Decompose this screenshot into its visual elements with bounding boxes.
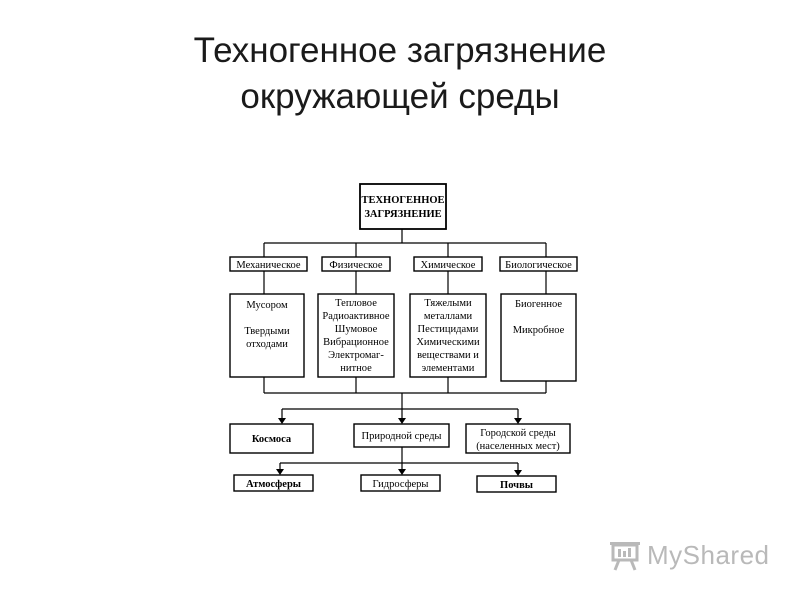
- category-label-text: Физическое: [329, 260, 382, 271]
- item-text: элементами: [422, 363, 475, 374]
- target-natural-environment: Природной среды: [353, 423, 450, 448]
- item-text: отходами: [246, 339, 288, 350]
- item-text: Микробное: [513, 325, 565, 336]
- connector-arrows: [276, 418, 522, 476]
- items-physical: Тепловое Радиоактивное Шумовое Вибрацион…: [317, 293, 395, 378]
- item-text: Тяжелыми: [424, 298, 472, 309]
- target-text: Космоса: [252, 434, 292, 445]
- category-label-biological: Биологическое: [499, 256, 578, 272]
- item-text: Биогенное: [515, 299, 562, 310]
- target-space: Космоса: [229, 423, 314, 454]
- root-node: ТЕХНОГЕННОЕ ЗАГРЯЗНЕНИЕ: [359, 183, 447, 230]
- item-text: Шумовое: [335, 324, 378, 335]
- watermark-text: MyShared: [647, 539, 770, 570]
- slide-title-line-2: окружающей среды: [240, 77, 560, 116]
- subtarget-text: Гидросферы: [373, 479, 429, 490]
- category-label-text: Биологическое: [505, 260, 572, 271]
- category-label-chemical: Химическое: [413, 256, 483, 272]
- slide-title: Техногенное загрязнение окружающей среды: [0, 28, 800, 120]
- connectors: [263, 229, 547, 471]
- item-text: металлами: [424, 311, 473, 322]
- item-text: Химическими: [416, 337, 480, 348]
- item-text: Электромаг-: [328, 350, 384, 361]
- item-text: Пестицидами: [418, 324, 479, 335]
- item-text: нитное: [340, 363, 372, 374]
- target-text: (населенных мест): [476, 441, 560, 452]
- target-urban-environment: Городской среды (населенных мест): [465, 423, 571, 454]
- root-node-line-2: ЗАГРЯЗНЕНИЕ: [364, 209, 441, 220]
- root-node-line-1: ТЕХНОГЕННОЕ: [361, 195, 444, 206]
- item-text: Тепловое: [335, 298, 377, 309]
- category-label-mechanical: Механическое: [229, 256, 308, 272]
- item-text: веществами и: [417, 350, 479, 361]
- item-text: Радиоактивное: [322, 311, 389, 322]
- item-text: Мусором: [246, 300, 288, 311]
- subtarget-text: Почвы: [500, 480, 533, 491]
- target-text: Городской среды: [480, 428, 556, 439]
- subtarget-text: Атмосферы: [246, 479, 301, 490]
- presentation-board-icon: [610, 542, 640, 571]
- slide-title-line-1: Техногенное загрязнение: [193, 31, 607, 70]
- item-text: Твердыми: [244, 326, 290, 337]
- category-label-text: Механическое: [236, 260, 301, 271]
- subtarget-hydrosphere: Гидросферы: [360, 474, 441, 492]
- category-label-physical: Физическое: [321, 256, 391, 272]
- items-biological: Биогенное Микробное: [500, 293, 577, 382]
- subtarget-atmosphere: Атмосферы: [233, 474, 314, 492]
- item-text: Вибрационное: [323, 337, 389, 348]
- items-chemical: Тяжелыми металлами Пестицидами Химически…: [409, 293, 487, 378]
- subtarget-soil: Почвы: [476, 475, 557, 493]
- category-label-text: Химическое: [421, 260, 476, 271]
- items-mechanical: Мусором Твердыми отходами: [229, 293, 305, 378]
- target-text: Природной среды: [362, 431, 442, 442]
- watermark: MyShared: [607, 538, 770, 572]
